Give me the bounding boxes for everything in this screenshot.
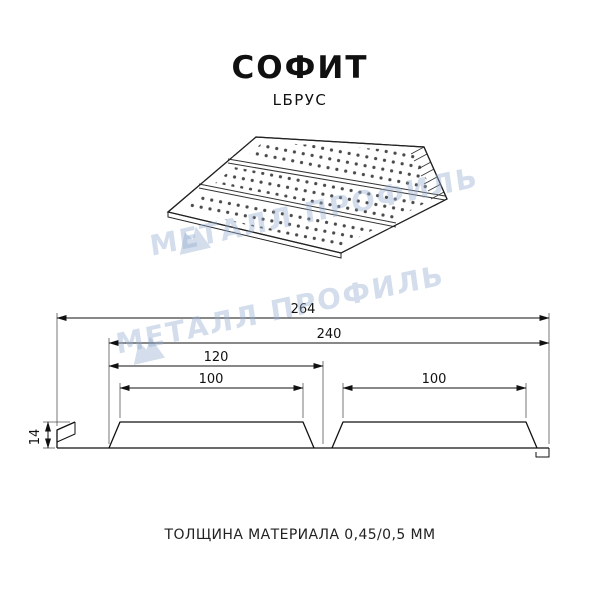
watermark-logo-upper-icon — [179, 226, 211, 255]
dim-label-overall: 264 — [291, 302, 316, 317]
profile-cross-section — [56, 421, 550, 458]
dim-label-plank-right: 100 — [422, 372, 447, 387]
dimension-lines — [45, 315, 550, 449]
product-title: СОФИТ — [231, 50, 369, 86]
profile-right-lock — [535, 448, 550, 458]
watermark-logo-lower-icon — [133, 336, 165, 365]
profile-left-plank — [108, 421, 315, 449]
dim-label-plank-left: 100 — [199, 372, 224, 387]
dim-label-height: 14 — [28, 429, 43, 446]
profile-right-plank — [331, 421, 538, 449]
product-subtitle: LБРУС — [272, 91, 328, 109]
panel-outline-top — [166, 136, 448, 254]
dim-label-working: 240 — [317, 327, 342, 342]
extension-lines — [43, 313, 550, 449]
dim-label-module: 120 — [204, 350, 229, 365]
panel-front-edge — [167, 212, 342, 259]
panel-illustration — [166, 136, 448, 259]
material-thickness-note: ТОЛЩИНА МАТЕРИАЛА 0,45/0,5 ММ — [164, 527, 436, 543]
panel-groove-lines — [198, 158, 446, 228]
